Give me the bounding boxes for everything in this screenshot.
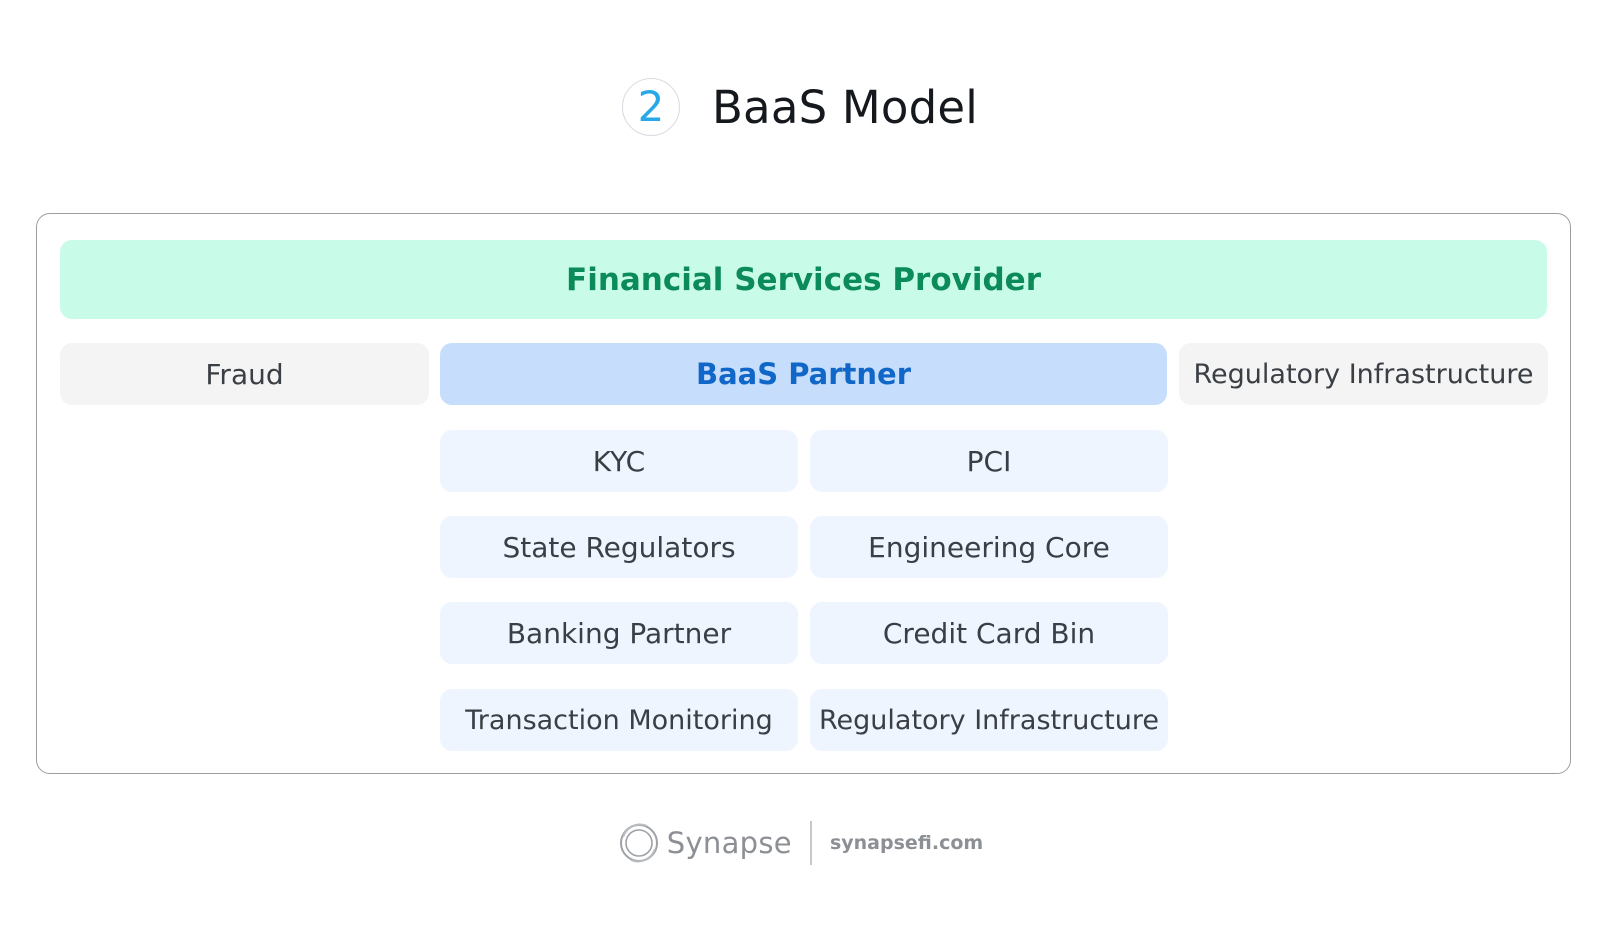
regulatory-infrastructure-box: Regulatory Infrastructure [1179,343,1548,405]
transaction-monitoring-box: Transaction Monitoring [440,689,798,751]
state-regulators-box: State Regulators [440,516,798,578]
step-number-badge: 2 [621,78,680,136]
financial-services-provider-box: Financial Services Provider [60,240,1547,319]
baas-partner-box: BaaS Partner [440,343,1167,405]
fraud-box: Fraud [60,343,429,405]
diagram-frame [36,213,1571,774]
header: 2 BaaS Model [0,76,1600,138]
footer: Synapse synapsefi.com [0,820,1600,866]
website-link[interactable]: synapsefi.com [829,832,984,854]
footer-divider [809,821,812,865]
brand-name: Synapse [666,826,792,860]
pci-box: PCI [810,430,1168,492]
kyc-box: KYC [440,430,798,492]
engineering-core-box: Engineering Core [810,516,1168,578]
page-title: BaaS Model [711,80,978,134]
synapse-logo-icon [619,823,658,863]
banking-partner-box: Banking Partner [440,602,798,664]
credit-card-bin-box: Credit Card Bin [810,602,1168,664]
component-regulatory-infrastructure-box: Regulatory Infrastructure [810,689,1168,751]
